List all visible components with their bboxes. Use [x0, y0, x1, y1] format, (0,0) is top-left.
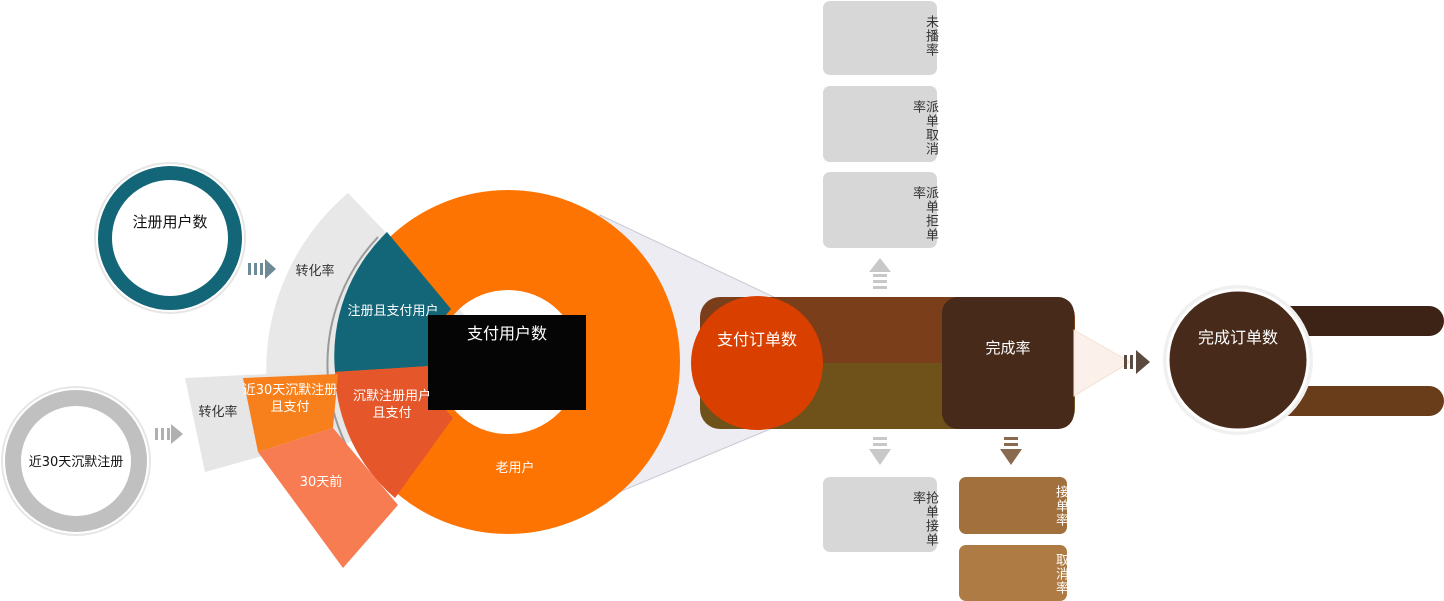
arrow-icon — [1124, 350, 1150, 374]
down-arrow-icon — [869, 437, 891, 465]
metric-box-cancel-rate: 取消率 — [959, 545, 1068, 601]
payment-orders-label: 支付订单数 — [717, 330, 797, 349]
silent-registered-paid-segment — [335, 366, 453, 498]
completed-bar-top — [1270, 306, 1444, 336]
down-arrow-icon — [1000, 437, 1022, 465]
before-30-days-label: 30天前 — [300, 474, 343, 490]
metric-box-dispatch-reject-rate: 派单拒单率 — [823, 172, 938, 248]
completed-orders-circle — [1166, 288, 1310, 432]
metric-box-accept-rate: 接单率 — [959, 477, 1068, 534]
metric-box-grab-accept-rate: 抢单接单率 — [823, 477, 938, 552]
metric-box-unplayed-rate: 未播率 — [823, 1, 938, 75]
silent-registered-paid-label: 沉默注册用户且支付 — [353, 388, 431, 421]
arrow-icon — [155, 424, 183, 444]
old-users-label: 老用户 — [495, 460, 534, 476]
arrow-icon — [248, 259, 276, 279]
completion-rate-label: 完成率 — [985, 339, 1030, 357]
completed-bar-bottom — [1270, 386, 1444, 416]
conversion-rate-bottom-label: 转化率 — [198, 404, 237, 420]
before-30-days-segment — [258, 428, 398, 568]
registered-and-paid-label: 注册且支付用户 — [347, 303, 438, 319]
recent30-silent-paid-label: 近30天沉默注册且支付 — [243, 382, 338, 415]
recent30-silent-paid-segment — [243, 374, 338, 452]
silent-registered-ring — [5, 390, 147, 532]
paying-users-band — [428, 315, 586, 410]
registered-and-paid-segment — [334, 232, 451, 372]
completion-rate-box — [942, 297, 1074, 429]
registered-users-label: 注册用户数 — [132, 213, 207, 231]
silent-registered-label: 近30天沉默注册 — [29, 454, 124, 470]
conversion-rate-top-label: 转化率 — [295, 263, 334, 279]
payment-orders-circle — [691, 296, 823, 430]
registered-users-ring — [98, 166, 242, 310]
completion-cone — [1073, 329, 1131, 397]
up-arrow-icon — [869, 258, 891, 289]
paying-users-label: 支付用户数 — [467, 324, 547, 343]
completed-orders-label: 完成订单数 — [1198, 328, 1278, 347]
metric-box-dispatch-cancel-rate: 派单取消率 — [823, 86, 938, 162]
